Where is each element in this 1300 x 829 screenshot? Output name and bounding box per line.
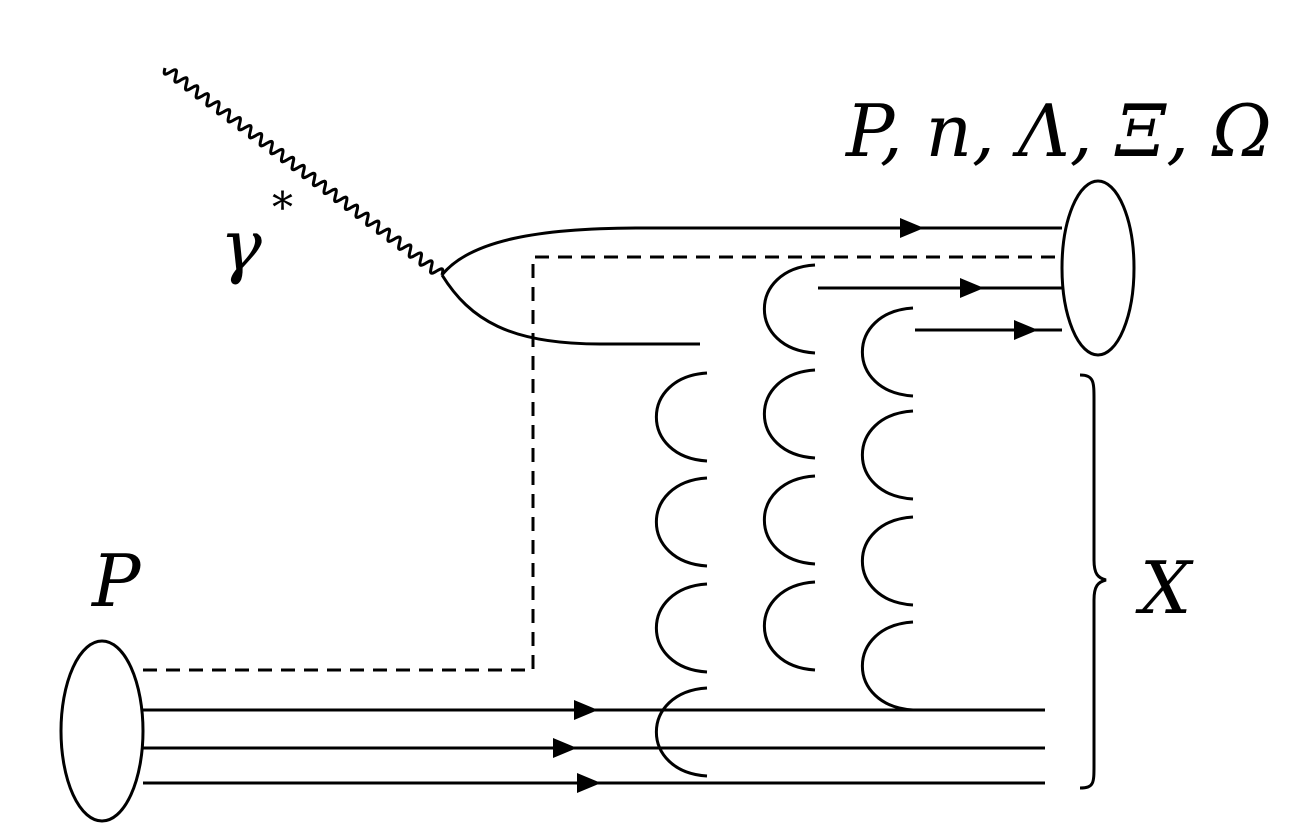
remnant-brace	[1079, 373, 1107, 790]
gluon-loop	[655, 371, 708, 463]
photon-star-label: *	[272, 183, 293, 232]
photon-quark-upper	[440, 226, 1062, 276]
incoming-proton-label: P	[90, 539, 142, 623]
arrow-proton-quark-2	[553, 738, 577, 758]
gluon-loop	[861, 515, 914, 607]
gluon-loop	[655, 686, 708, 778]
gluon-loop	[861, 620, 914, 712]
gluon-loop	[763, 263, 816, 355]
gluon-loop	[655, 476, 708, 568]
dashed-spectator-line	[143, 255, 1062, 672]
arrow-quark-3	[1014, 320, 1038, 340]
arrow-proton-quark-3	[577, 773, 601, 793]
arrow-quark-2	[960, 278, 984, 298]
gluon-loop	[763, 580, 816, 672]
virtual-photon-line	[162, 67, 445, 276]
gluon-loop	[861, 306, 914, 398]
gluon-chains	[655, 263, 914, 778]
incoming-proton-blob	[59, 639, 145, 823]
arrow-proton-quark-1	[574, 700, 598, 720]
photon-label: γ	[220, 205, 262, 287]
gluon-loop	[763, 474, 816, 566]
gluon-loop	[763, 368, 816, 460]
outgoing-hadron-blob	[1060, 179, 1136, 357]
remnant-label: X	[1135, 546, 1194, 630]
arrow-upper-quark	[900, 218, 924, 238]
photon-quark-lower	[440, 274, 700, 346]
outgoing-hadrons-label: P, n, Λ, Ξ, Ω	[844, 89, 1272, 173]
gluon-loop	[861, 409, 914, 501]
gluon-loop	[655, 582, 708, 674]
